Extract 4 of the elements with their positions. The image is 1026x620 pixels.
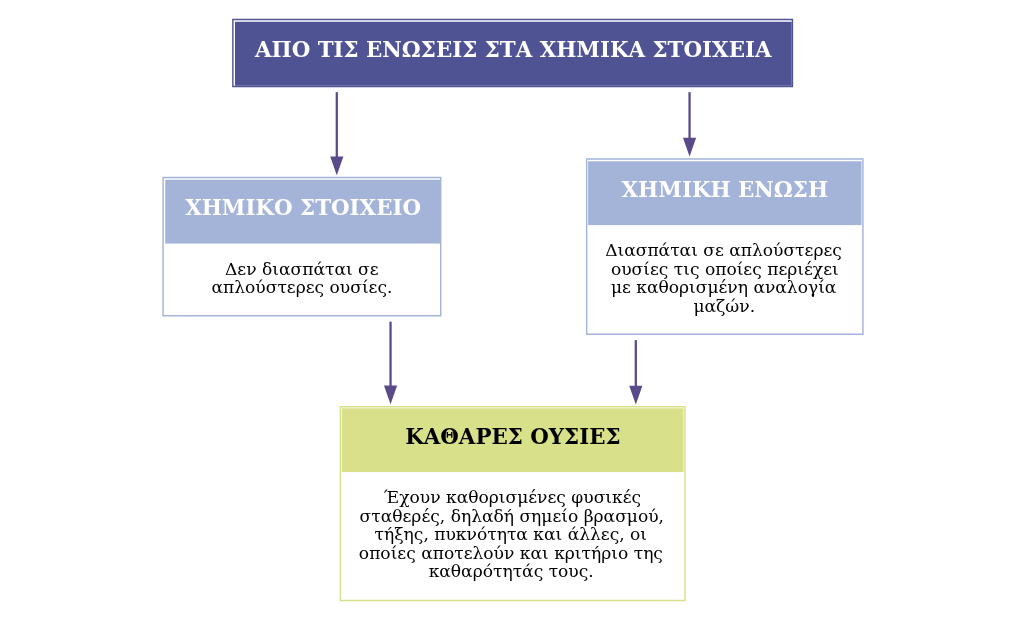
- arrow: [682, 92, 697, 157]
- arrow: [383, 321, 398, 405]
- arrow: [629, 340, 643, 405]
- arrow: [330, 92, 344, 176]
